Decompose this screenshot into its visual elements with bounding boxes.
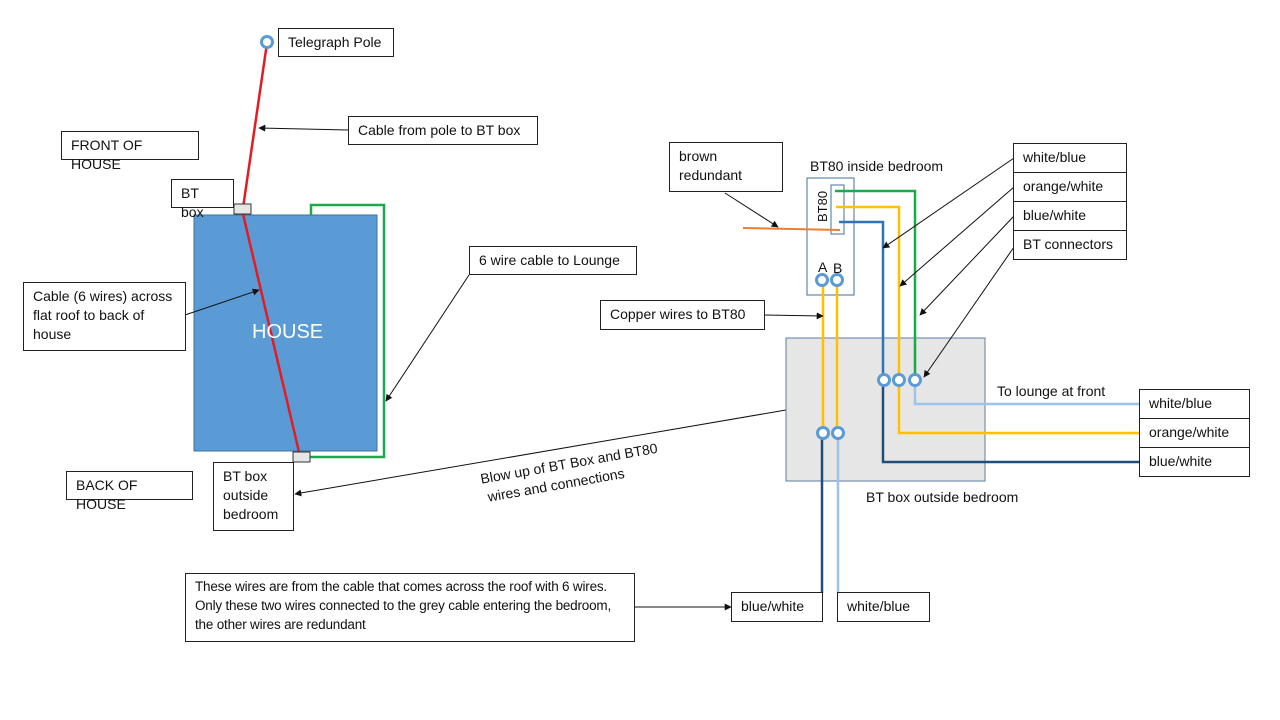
brown-redundant-label: brown redundant [669, 142, 783, 192]
house-block [193, 214, 378, 452]
copper-wires-label: Copper wires to BT80 [600, 300, 765, 330]
orange-white-to-lounge [897, 382, 1139, 435]
bt-box-outside-bedroom-large [785, 337, 986, 482]
connector-orange-icon [892, 373, 906, 387]
arrow-blue-white [919, 215, 1015, 316]
connector-bottom-right-icon [831, 426, 845, 440]
arrow-brown-redundant [724, 192, 779, 228]
cable-across-roof-label: Cable (6 wires) across flat roof to back… [23, 282, 186, 351]
bt-box-label: BT box [171, 179, 234, 220]
connector-a-icon [815, 273, 829, 287]
wire-legend-right: white/blue orange/white blue/white [1139, 389, 1250, 477]
wire-legend-top: white/blue orange/white blue/white BT co… [1013, 143, 1127, 260]
telegraph-pole-icon [260, 35, 274, 49]
legend-orange-white: orange/white [1013, 172, 1127, 202]
red-cable-pole-to-bt-box [241, 42, 269, 209]
terminal-a-label: A [818, 259, 828, 275]
terminal-b-label: B [833, 260, 843, 276]
connector-green-icon [908, 373, 922, 387]
brown-redundant-wire [742, 227, 841, 231]
legend-bt-connectors: BT connectors [1013, 230, 1127, 260]
bt80-vertical-label: BT80 [815, 190, 830, 222]
bt-box-back [292, 451, 311, 463]
legend-right-white-blue: white/blue [1139, 389, 1250, 419]
legend-right-blue-white: blue/white [1139, 447, 1250, 477]
white-blue-to-lounge [913, 382, 1139, 406]
legend-white-blue: white/blue [1013, 143, 1127, 173]
note-box: These wires are from the cable that come… [185, 573, 635, 642]
green-cable-to-lounge [309, 203, 386, 459]
bt-box-front [233, 203, 252, 215]
arrow-bt-connectors [923, 246, 1015, 378]
connector-blue-icon [877, 373, 891, 387]
bt80-inside-bedroom-label: BT80 inside bedroom [810, 158, 944, 174]
telegraph-pole-label: Telegraph Pole [278, 28, 394, 57]
arrow-cable-from-pole [258, 124, 349, 132]
front-of-house-label: FRONT OF HOUSE [61, 131, 199, 172]
bt-box-outside-bedroom-small-label: BT box outside bedroom [213, 462, 294, 531]
legend-blue-white: blue/white [1013, 201, 1127, 231]
legend-right-orange-white: orange/white [1139, 418, 1250, 448]
arrow-cable-across-roof [184, 288, 260, 316]
house-label: HOUSE [252, 321, 324, 343]
arrow-orange-white [899, 186, 1015, 287]
bt-box-outside-bedroom-label: BT box outside bedroom [866, 489, 1019, 505]
orange-wire-bt80 [836, 205, 901, 378]
to-lounge-label: To lounge at front [997, 383, 1106, 399]
six-wire-cable-label: 6 wire cable to Lounge [469, 246, 637, 275]
red-cable-across-roof [241, 213, 301, 453]
blue-white-to-lounge [881, 382, 1139, 464]
bottom-blue-white-label: blue/white [731, 592, 823, 622]
back-of-house-label: BACK OF HOUSE [66, 471, 193, 512]
arrow-copper-wires [763, 312, 824, 320]
cable-from-pole-label: Cable from pole to BT box [348, 116, 538, 145]
green-wire-bt80 [835, 189, 917, 378]
arrow-white-blue [882, 157, 1015, 249]
blue-wire-bt80 [839, 220, 885, 378]
connector-bottom-left-icon [816, 426, 830, 440]
bottom-white-blue-label: white/blue [837, 592, 930, 622]
bt80-inner-terminal [830, 184, 845, 235]
arrow-six-wire-cable [385, 274, 470, 402]
connector-b-icon [830, 273, 844, 287]
arrow-blow-up [294, 409, 787, 497]
